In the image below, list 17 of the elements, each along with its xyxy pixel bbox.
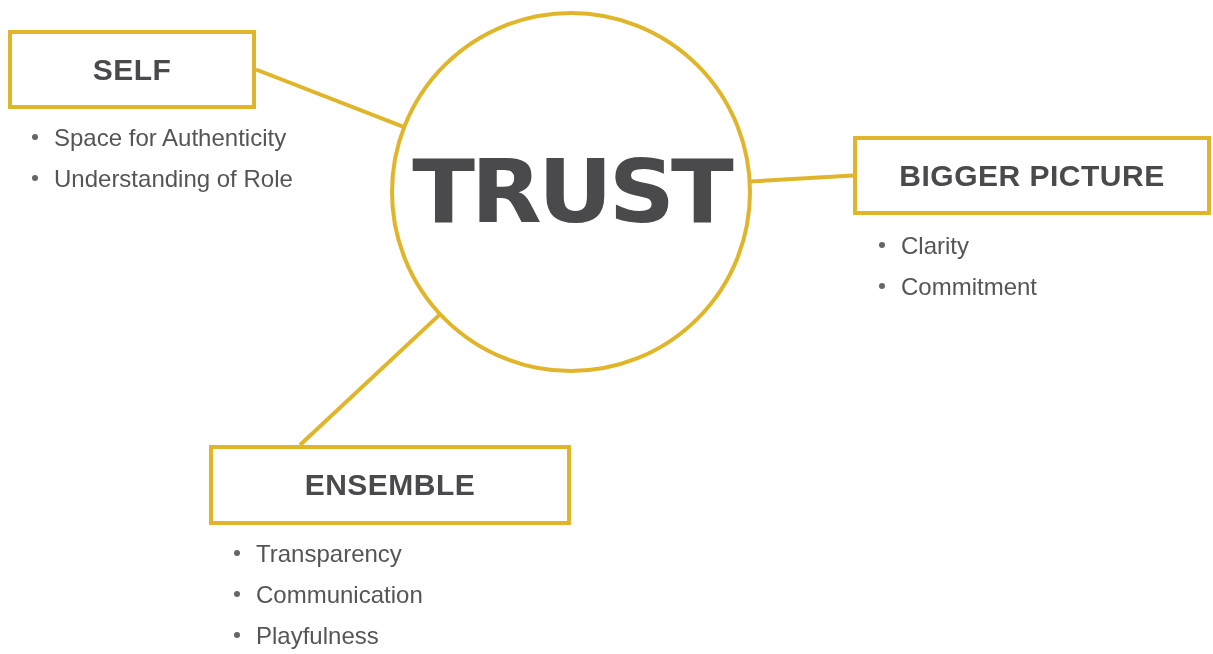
category-title: BIGGER PICTURE <box>899 158 1165 193</box>
bullet-text: Communication <box>256 581 423 608</box>
category-title: ENSEMBLE <box>304 468 476 502</box>
center-title: TRUST <box>412 141 730 243</box>
category-box <box>8 30 256 109</box>
bullet-text: Transparency <box>256 540 402 567</box>
connector-line <box>749 173 854 184</box>
bullet-text: Clarity <box>901 232 969 259</box>
bullet-text: Understanding of Role <box>54 165 293 192</box>
category-box <box>853 136 1211 215</box>
connector-line <box>255 67 405 129</box>
category-title: SELF <box>92 52 172 87</box>
category-box <box>209 445 571 525</box>
bullet-text: Space for Authenticity <box>54 124 287 151</box>
bullet-text: Commitment <box>901 273 1038 300</box>
bullet-text: Playfulness <box>256 622 379 649</box>
connector-line <box>298 312 442 447</box>
